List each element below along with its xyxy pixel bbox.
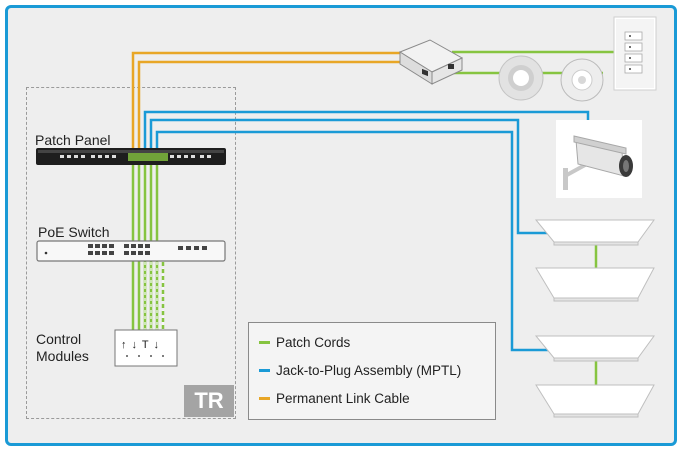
legend-item-patch-cords: Patch Cords	[259, 334, 350, 352]
legend-item-permanent-link: Permanent Link Cable	[259, 390, 410, 408]
wall-keypad-icon	[613, 16, 657, 91]
legend-label-permanent-link: Permanent Link Cable	[276, 391, 410, 406]
permanent-link-cable-2	[137, 60, 408, 152]
led-panel-light-3	[534, 335, 655, 362]
control-module-icon	[114, 329, 178, 367]
legend-swatch-orange	[259, 396, 270, 400]
legend-swatch-blue	[259, 368, 270, 372]
mptl-cable-light-3	[155, 130, 548, 352]
daylight-sensor-icon	[560, 58, 604, 102]
poe-splitter-icon	[398, 39, 464, 85]
mptl-cables	[143, 110, 590, 352]
led-panel-light-4	[535, 384, 655, 418]
led-panel-light-2	[535, 267, 655, 302]
legend-item-mptl: Jack-to-Plug Assembly (MPTL)	[259, 362, 461, 380]
legend-label-patch-cords: Patch Cords	[276, 335, 351, 350]
patch-panel-icon	[36, 148, 226, 165]
occupancy-sensor-icon	[498, 55, 544, 101]
poe-switch-label: PoE Switch	[38, 224, 110, 240]
patch-panel-label: Patch Panel	[35, 132, 111, 148]
poe-switch-icon	[36, 240, 226, 262]
control-module-glyphs: ↑ ↓ T ↓	[121, 339, 160, 351]
mptl-cable-light-1	[149, 118, 548, 235]
legend-label-mptl: Jack-to-Plug Assembly (MPTL)	[276, 363, 462, 378]
patch-cord-dashes	[144, 262, 164, 330]
telecom-room-box	[26, 87, 236, 419]
control-modules-label-line2: Modules	[36, 348, 89, 364]
legend-swatch-green	[259, 340, 270, 344]
tr-label: TR	[184, 385, 234, 417]
led-panel-light-icon	[534, 219, 655, 418]
control-modules-label-line1: Control	[36, 331, 82, 347]
legend: Patch Cords Jack-to-Plug Assembly (MPTL)…	[248, 322, 496, 420]
permanent-link-cable-1	[131, 51, 408, 152]
security-camera-icon	[556, 120, 642, 198]
led-panel-light-1	[534, 219, 655, 246]
permanent-link-cables	[131, 51, 408, 152]
